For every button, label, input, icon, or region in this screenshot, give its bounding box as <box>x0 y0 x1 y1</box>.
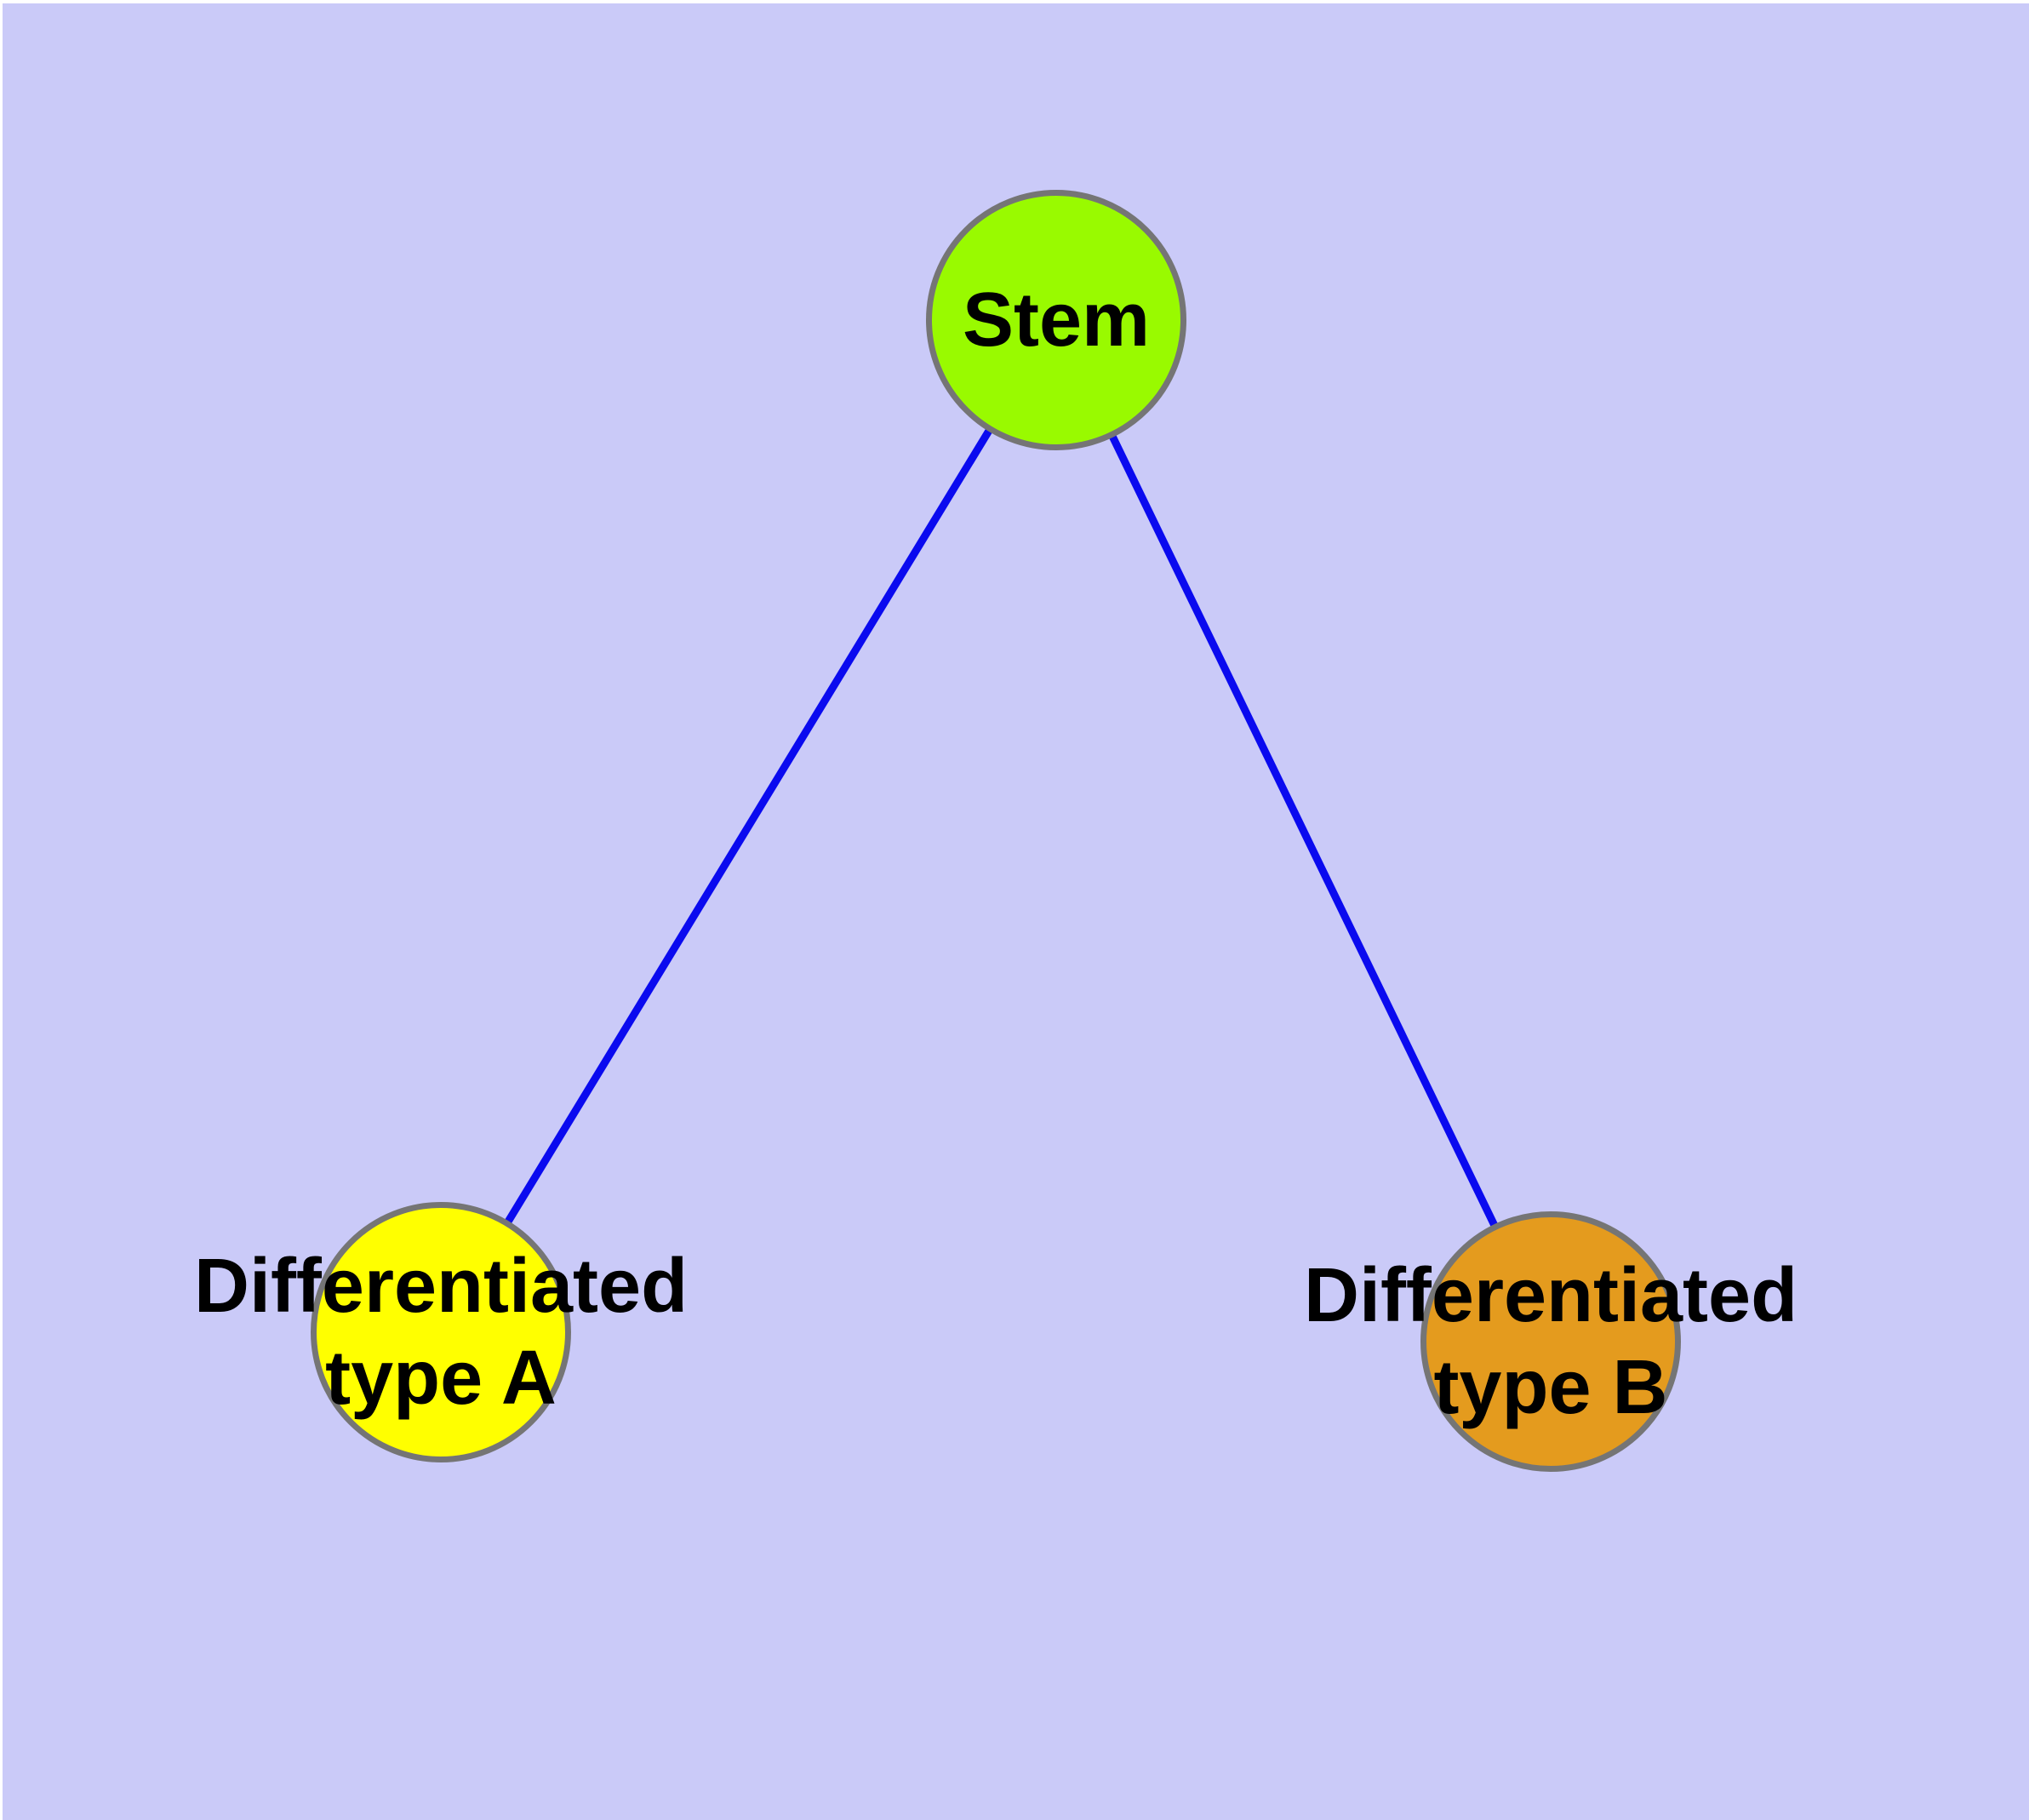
label-line: Differentiated <box>1303 1253 1798 1338</box>
node-differentiated-type-a-label: Differentiated type A <box>194 1240 688 1424</box>
label-line: Differentiated <box>193 1244 689 1329</box>
node-differentiated-type-b-label: Differentiated type B <box>1304 1250 1798 1434</box>
white-margin-left <box>0 0 3 1820</box>
white-margin-top <box>0 0 2029 3</box>
edge-stem-to-type-a <box>437 318 1060 1335</box>
label-line: type A <box>325 1336 557 1421</box>
label-line: type B <box>1433 1345 1668 1430</box>
node-stem <box>926 190 1186 450</box>
node-stem-label: Stem <box>963 274 1150 366</box>
node-differentiated-type-b <box>1420 1211 1681 1472</box>
node-differentiated-type-a <box>311 1202 571 1462</box>
label-line: Stem <box>962 278 1151 363</box>
edge-stem-to-type-b <box>1052 318 1555 1343</box>
